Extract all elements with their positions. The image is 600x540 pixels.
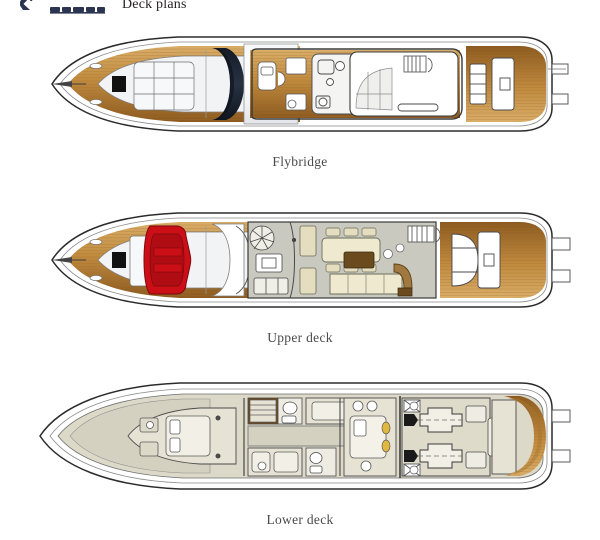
- brand-wordmark-icon: [50, 1, 114, 14]
- upper-deck-drawing: [0, 196, 600, 324]
- caption-upper-deck: Upper deck: [267, 330, 333, 345]
- flybridge-drawing: [0, 20, 600, 148]
- page-title: Deck plans: [122, 0, 187, 12]
- lower-deck-drawing: [0, 366, 600, 506]
- deck-plan-upper: Upper deck: [0, 196, 600, 356]
- caption-lower-deck: Lower deck: [266, 512, 334, 527]
- page-header: Deck plans: [0, 0, 600, 16]
- deck-plan-lower: Lower deck: [0, 366, 600, 538]
- deck-plan-flybridge: Flybridge: [0, 20, 600, 180]
- brand-logo-icon: [19, 0, 42, 13]
- caption-flybridge: Flybridge: [272, 154, 328, 169]
